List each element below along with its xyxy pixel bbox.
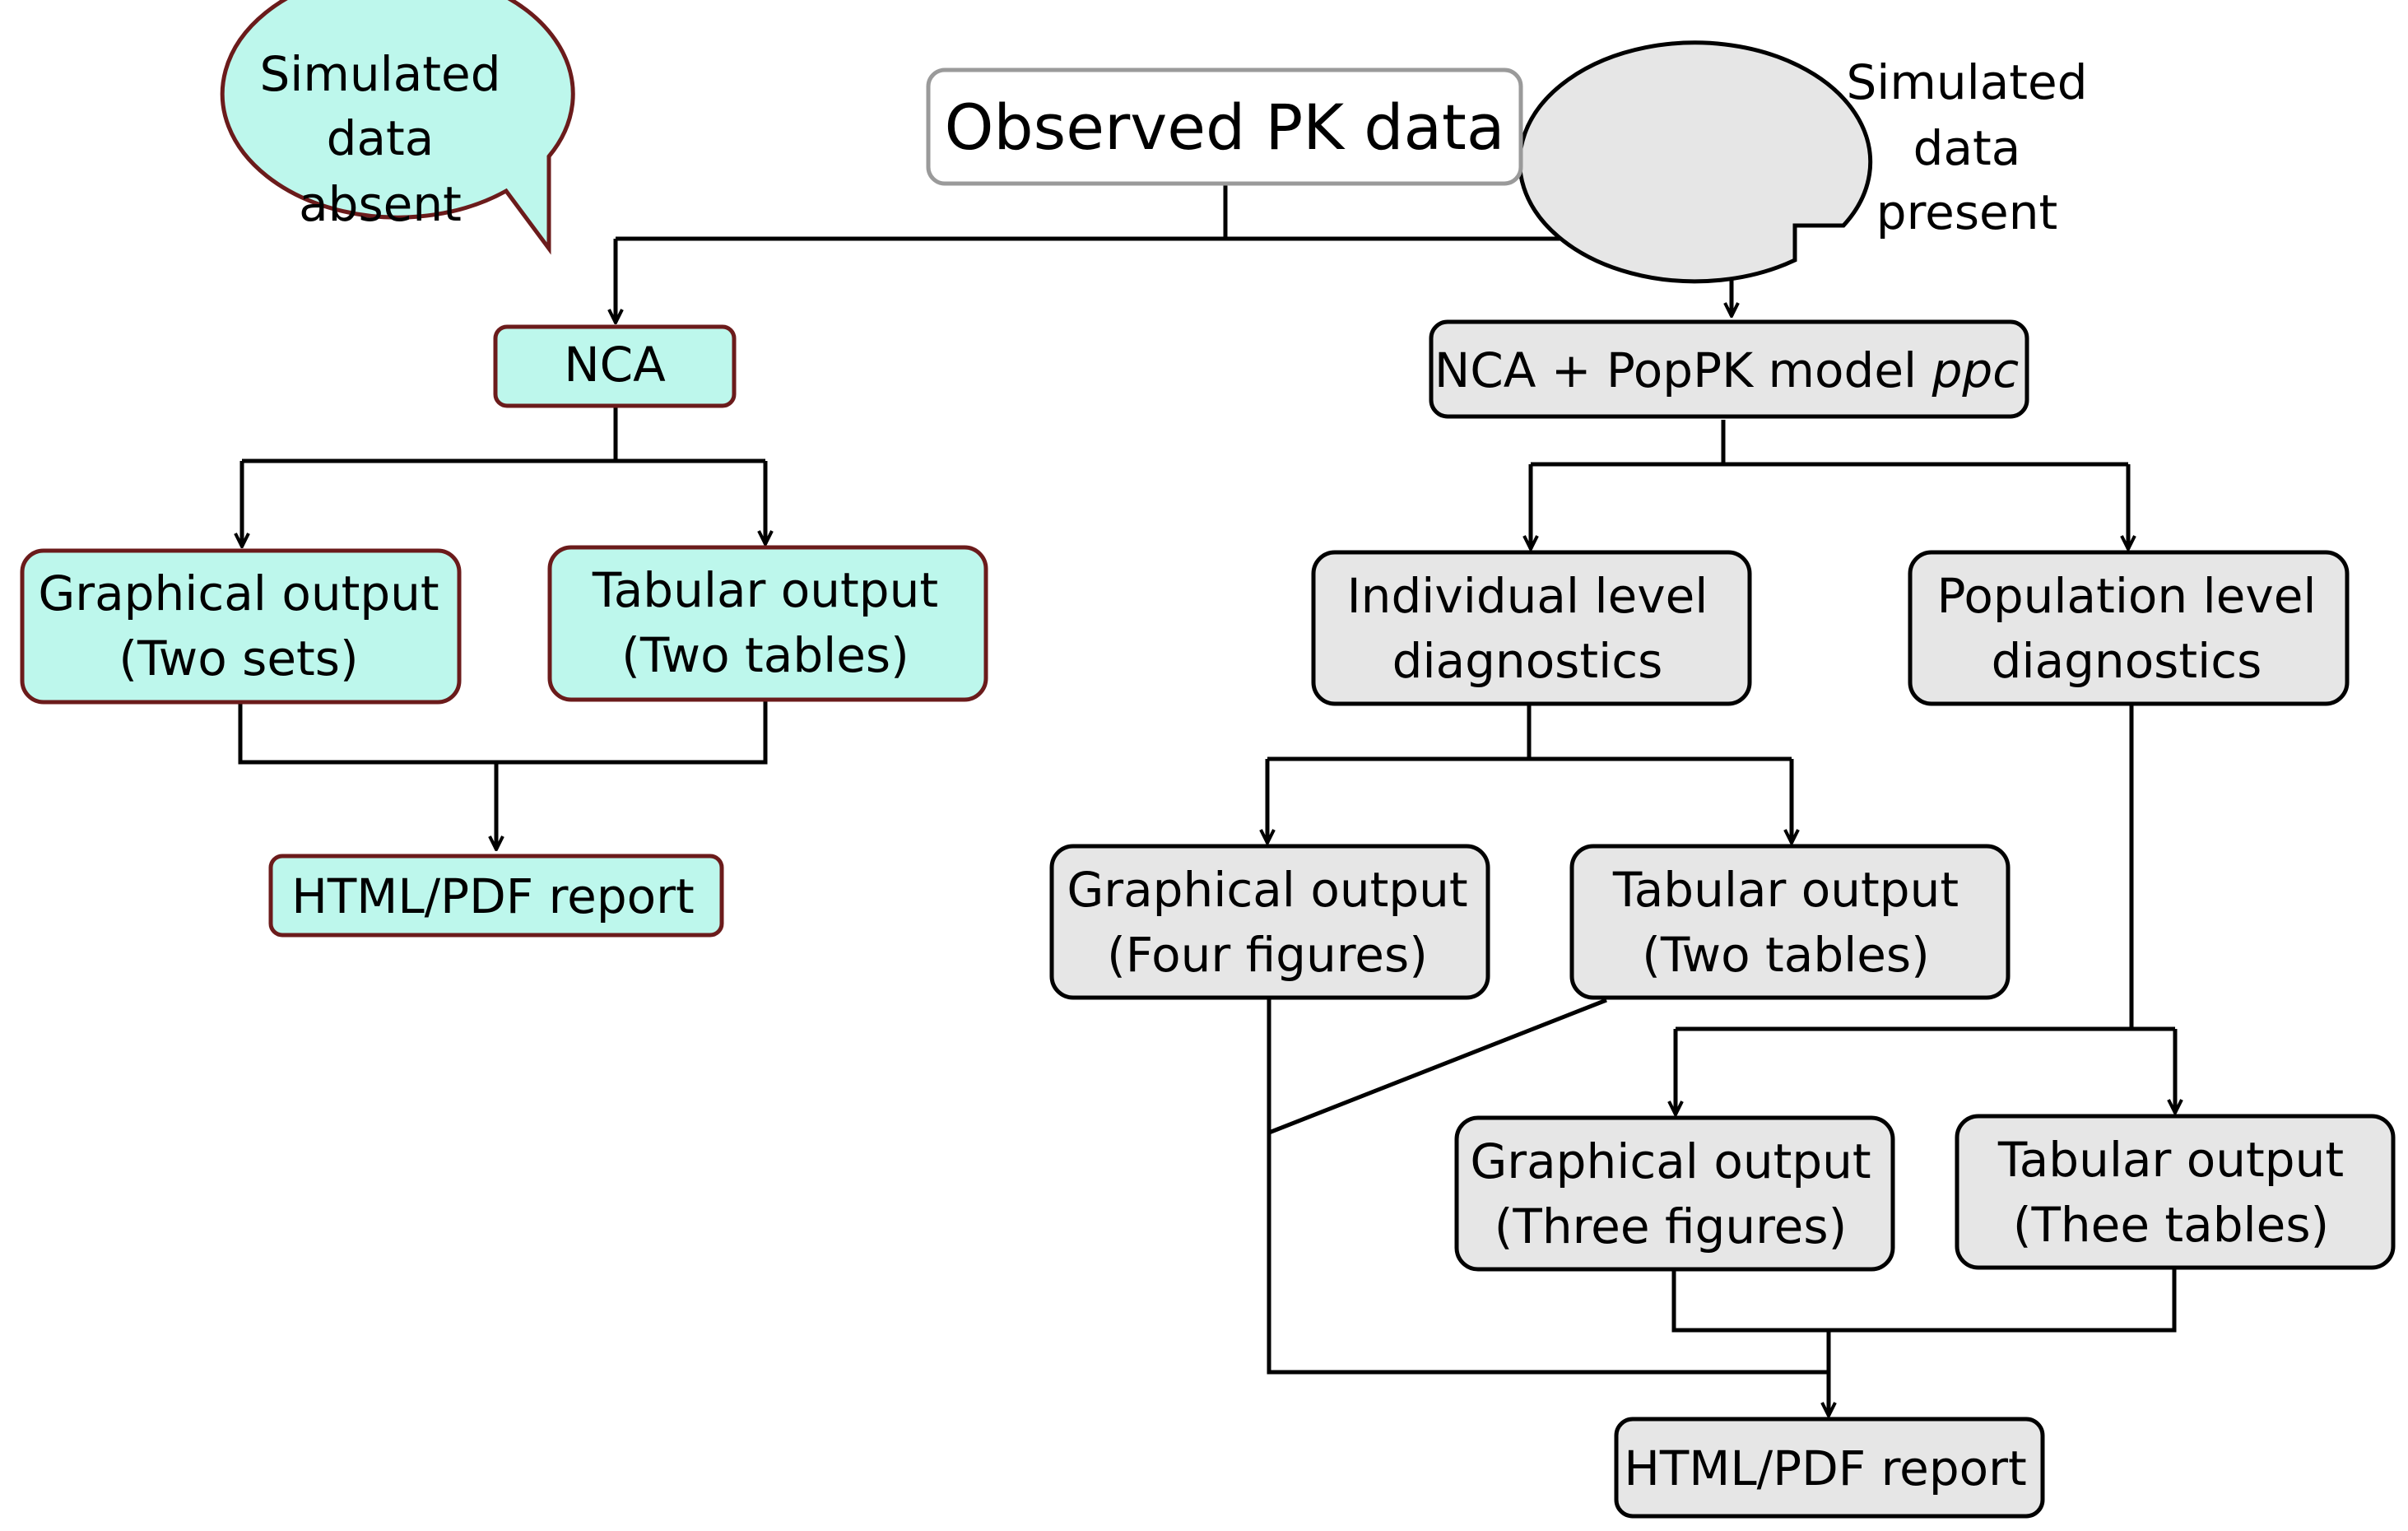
bubble-line-3: absent: [299, 176, 462, 232]
node-ind-graphical-output: Graphical output (Four figures): [1049, 844, 1490, 1000]
node-label-line-1: Tabular output: [592, 562, 938, 618]
node-label-line-1: Graphical output: [38, 565, 439, 621]
node-label-line-1: Graphical output: [1067, 862, 1467, 918]
connector-left-merge: [238, 700, 768, 765]
node-pop-graphical-output: Graphical output (Three figures): [1454, 1115, 1895, 1272]
node-label-line-2: (Two tables): [1642, 927, 1930, 983]
node-box: [268, 854, 724, 938]
node-box: [1454, 1115, 1895, 1272]
connector-pop-merge: [1671, 1269, 2177, 1333]
node-nca: NCA: [493, 324, 737, 408]
node-label-line-1: Graphical output: [1470, 1133, 1871, 1189]
node-label-line-1: Population level: [1936, 568, 2316, 624]
node-label-line-2: diagnostics: [1992, 633, 2262, 689]
node-label-line-2: (Three figures): [1495, 1198, 1847, 1254]
node-observed-pk-data: Observed PK data: [926, 67, 1523, 186]
node-individual-level-diagnostics: Individual level diagnostics: [1311, 550, 1752, 706]
node-left-report: HTML/PDF report: [268, 854, 724, 938]
node-left-graphical-output: Graphical output (Two sets): [20, 548, 462, 705]
node-label-line-2: (Two sets): [119, 631, 358, 686]
node-label-italic: ppc: [1932, 342, 2020, 398]
bubble-simulated-data-absent: Simulated data absent: [220, 0, 575, 255]
node-label: HTML/PDF report: [1624, 1440, 2027, 1496]
node-box: [1955, 1114, 2396, 1270]
node-label-line-1: Individual level: [1347, 568, 1708, 624]
node-pop-tabular-output: Tabular output (Thee tables): [1955, 1114, 2396, 1270]
bubble-line-2: data: [327, 110, 435, 166]
bubble-line-2: data: [1913, 120, 2021, 176]
node-box: [926, 67, 1523, 186]
node-label-line-1: Tabular output: [1612, 862, 1959, 918]
node-left-tabular-output: Tabular output (Two tables): [547, 545, 988, 702]
node-ind-tabular-output: Tabular output (Two tables): [1569, 844, 2011, 1000]
node-nca-popk-model-ppc: NCA + PopPK model ppc: [1429, 319, 2029, 419]
bubble-line-1: Simulated: [1846, 54, 2087, 110]
node-box: [1614, 1417, 2045, 1519]
node-label: NCA: [564, 337, 666, 393]
node-box: [547, 545, 988, 702]
bubble-line-1: Simulated: [259, 46, 500, 102]
node-box: [1429, 319, 2029, 419]
node-box: [493, 324, 737, 408]
node-label-prefix: NCA + PopPK model: [1434, 342, 1932, 398]
bubble-line-3: present: [1876, 184, 2057, 240]
node-population-level-diagnostics: Population level diagnostics: [1908, 550, 2350, 706]
connector-ind-graphical-down: [1267, 998, 1829, 1375]
bubble-shape: [220, 0, 575, 255]
node-right-report: HTML/PDF report: [1614, 1417, 2045, 1519]
bubble-simulated-data-present: Simulated data present: [1518, 40, 2088, 284]
node-label-line-1: Tabular output: [1997, 1132, 2344, 1188]
node-label-line-2: (Two tables): [621, 627, 909, 683]
node-label: Observed PK data: [945, 91, 1505, 164]
bubble-shape: [1518, 40, 1873, 284]
connector-ind-tabular-diagonal: [1268, 998, 1607, 1135]
node-box: [1311, 550, 1752, 706]
node-label: HTML/PDF report: [291, 868, 695, 924]
node-label-line-2: diagnostics: [1392, 633, 1663, 689]
node-box: [20, 548, 462, 705]
node-label: NCA + PopPK model ppc: [1434, 342, 2019, 398]
node-label-line-2: (Four figures): [1107, 927, 1428, 983]
node-label-line-2: (Thee tables): [2013, 1197, 2329, 1253]
node-box: [1569, 844, 2011, 1000]
node-box: [1049, 844, 1490, 1000]
connectors: [240, 184, 2175, 1416]
node-box: [1908, 550, 2350, 706]
